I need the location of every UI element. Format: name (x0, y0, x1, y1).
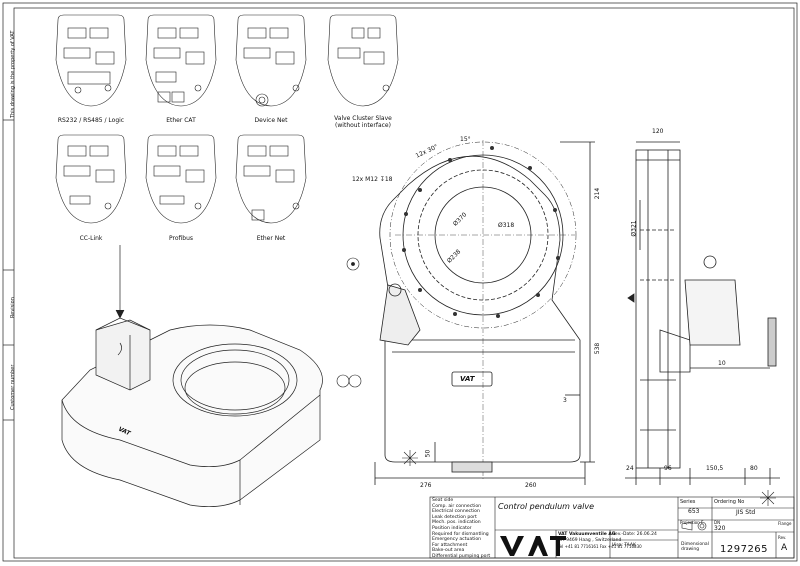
legend-item: Comp. air connection (432, 503, 482, 509)
title-block-frame (429, 496, 795, 559)
dim-214: 214 (594, 187, 602, 200)
series-value: 653 (688, 508, 700, 515)
legend-item: Differential pumping port (432, 553, 491, 559)
panel-profibus (145, 134, 217, 224)
label-profibus: Profibus (168, 235, 194, 242)
dim-538: 538 (594, 342, 602, 355)
drawing-title: Control pendulum valve (498, 502, 594, 511)
dn-label: DN (714, 520, 721, 525)
dim-angle: 15° (460, 136, 471, 143)
dim-d318: Ø318 (498, 222, 515, 229)
projection-label: Projection E (680, 520, 704, 525)
projection-symbol (681, 521, 707, 531)
panel-ethercat (145, 14, 217, 107)
inner-border (13, 7, 795, 559)
company-name: VAT Vakuumventile AG (558, 532, 616, 537)
customer-number-label: Customer number (10, 364, 16, 410)
label-ethercat: Ether CAT (166, 117, 196, 124)
label-ethernet: Ether Net (256, 235, 286, 242)
vat-logo-mark (500, 536, 566, 556)
panel-ethernet (235, 134, 307, 224)
legend-item: Emergency actuation (432, 537, 482, 543)
isometric-valve (61, 245, 323, 507)
legend-item: Seat side (432, 498, 454, 503)
label-rs232: RS232 / RS485 / Logic (57, 117, 125, 124)
dim-holes: 12x M12 ↧18 (352, 176, 393, 183)
body-logo: VAT (460, 375, 475, 383)
ordering-value: JIS Std (736, 509, 756, 516)
ordering-label: Ordering No (714, 499, 745, 505)
panel-rs232 (55, 14, 127, 107)
dim-80: 80 (750, 465, 758, 472)
dim-d321: Ø321 (630, 220, 638, 237)
symbol-legend: Seat side Comp. air connection Electrica… (432, 498, 490, 560)
legend-item: Required for dismantling (432, 531, 489, 537)
dim-150-5: 150,5 (706, 465, 724, 472)
flange-label: Flange (778, 521, 792, 526)
label-cluster: Valve Cluster Slave (without interface) (334, 115, 392, 129)
panel-cclink (55, 134, 127, 224)
legend-item: Mech. pos. indication (432, 520, 481, 526)
dn-value: 320 (714, 525, 726, 532)
dim-10: 10 (718, 360, 726, 367)
label-cclink: CC-Link (79, 235, 103, 242)
legend-item: Leak detection port (432, 514, 477, 520)
visa: Visa: TAAK (612, 543, 636, 548)
dim-120: 120 (652, 128, 664, 135)
panel-cluster (327, 14, 399, 107)
rev-date: Rev.-Date: 26.06.24 (612, 532, 657, 537)
dim-96: 96 (664, 465, 672, 472)
seat-symbol (336, 257, 776, 506)
revision-label: Revision (10, 297, 16, 318)
side-view (625, 141, 780, 485)
legend-item: Electrical connection (432, 509, 480, 515)
label-devicenet: Device Net (254, 117, 288, 124)
front-view (374, 140, 595, 485)
drawing-number: 1297265 (720, 544, 769, 555)
dim-24: 24 (626, 465, 634, 472)
panel-devicenet (235, 14, 307, 107)
property-note: This drawing is the property of VAT (10, 30, 16, 118)
legend-item: For attachment (432, 542, 468, 548)
legend-item: Bake-out area (432, 548, 465, 554)
legend-item: Position indicator (432, 525, 472, 531)
dim-50: 50 (424, 449, 432, 458)
rev-label: Rev. (778, 535, 787, 540)
dimensional-drawing-label: Dimensional drawing (681, 542, 709, 552)
series-label: Series (680, 499, 696, 505)
dim-276: 276 (420, 482, 432, 489)
dim-3: 3 (563, 397, 567, 404)
company-address: CH-9469 Haag , Switzerland (558, 538, 622, 543)
company-phone: Tel +41 81 7716161 Fax +41 81 7716830 (558, 544, 642, 549)
dim-260: 260 (525, 482, 537, 489)
rev-value: A (781, 543, 788, 553)
